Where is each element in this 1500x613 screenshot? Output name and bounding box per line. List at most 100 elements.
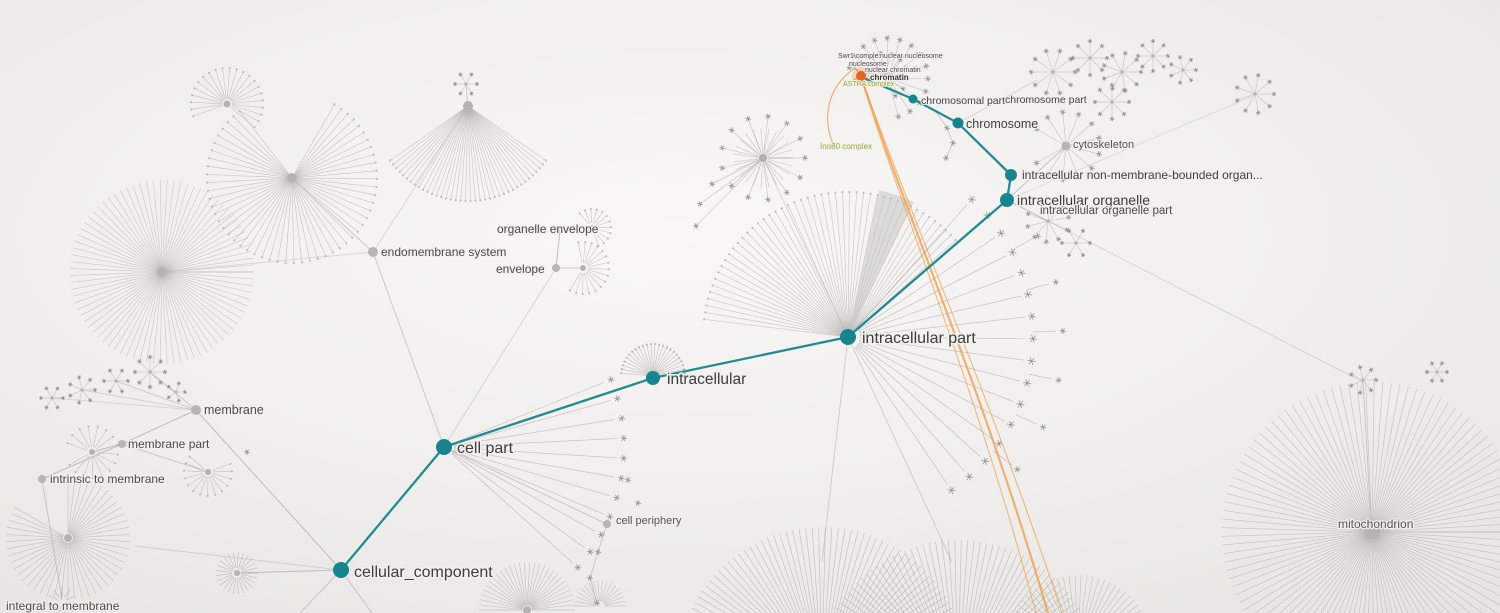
term-label-envelope[interactable]: envelope	[495, 261, 546, 277]
go-term-node-gray[interactable]	[118, 440, 126, 448]
fan-line	[468, 110, 486, 200]
fan-line	[594, 211, 603, 224]
term-label-cytoskeleton[interactable]: cytoskeleton	[1072, 138, 1135, 152]
fan-line	[231, 86, 259, 102]
term-label-intracellular-organelle-part[interactable]: intracellular organelle part	[1039, 204, 1174, 218]
fan-line	[604, 596, 625, 605]
term-label-nuclear-chromatin[interactable]: nuclear chromatin	[864, 66, 922, 75]
leaf-star-core	[730, 129, 733, 132]
term-label-intracellular-organelle[interactable]: intracellular organelle	[1016, 191, 1152, 210]
leaf-tip	[665, 346, 669, 349]
fan-line	[210, 475, 223, 492]
cluster-spoke	[887, 39, 901, 79]
term-label-chromosome-part[interactable]: chromosome part	[1004, 93, 1088, 107]
fan-line	[296, 162, 376, 178]
go-term-node-intracellular-part[interactable]	[840, 329, 856, 345]
go-term-node-intracellular-organelle[interactable]	[1000, 193, 1014, 207]
gray-edge	[41, 443, 123, 480]
leaf-star-core	[1103, 77, 1106, 80]
term-label-cell-periphery[interactable]: cell periphery	[615, 514, 683, 528]
go-term-node-intracellular[interactable]	[646, 371, 660, 385]
term-label-chromosomal-part[interactable]: chromosomal part	[920, 94, 1006, 108]
fan-line	[1229, 533, 1368, 580]
leaf-tip	[253, 253, 256, 256]
term-label-intrinsic-to-membrane[interactable]: intrinsic to membrane	[49, 471, 166, 487]
term-label-astra-complex[interactable]: ASTRA complex	[842, 80, 895, 89]
go-term-node-gray[interactable]	[552, 264, 560, 272]
fan-line	[50, 605, 59, 613]
term-label-intracellular-part[interactable]: intracellular part	[860, 328, 978, 348]
term-label-nucleosome[interactable]: nucleosome	[848, 60, 888, 69]
fan-line	[1376, 532, 1500, 563]
leaf-star-core	[615, 496, 618, 499]
fan-line	[959, 540, 962, 613]
go-term-node-cellular-component[interactable]	[333, 562, 349, 578]
leaf-tip	[524, 180, 527, 183]
go-term-node-gray[interactable]	[368, 247, 378, 257]
term-label-chromosome[interactable]: chromosome	[965, 116, 1040, 133]
fan-line	[166, 231, 245, 271]
fan-line	[254, 182, 291, 255]
leaf-star-core	[1072, 57, 1074, 59]
leaf-star-core	[1101, 69, 1104, 72]
leaf-tip	[793, 201, 796, 204]
fan-line	[975, 544, 994, 613]
leaf-star-core	[1089, 40, 1091, 42]
term-label-membrane[interactable]: membrane	[203, 402, 265, 419]
term-label-mitochondrion[interactable]: mitochondrion	[1337, 516, 1415, 532]
term-label-endomembrane-system[interactable]: endomembrane system	[380, 244, 508, 260]
fan-line	[1375, 429, 1483, 529]
leaf-tip	[246, 249, 249, 252]
fan-line	[84, 222, 158, 270]
leaf-tip	[520, 183, 523, 186]
go-term-node-gray[interactable]	[38, 475, 46, 483]
leaf-cluster	[132, 354, 168, 390]
fan-line	[164, 275, 219, 345]
leaf-star-core	[1135, 83, 1138, 86]
term-label-organelle-envelope[interactable]: organelle envelope	[496, 221, 600, 237]
cluster-spoke	[1047, 200, 1052, 222]
leaf-star-core	[1268, 105, 1271, 108]
cluster-core	[1253, 92, 1257, 96]
cluster-spoke	[78, 389, 83, 403]
fan-line	[166, 272, 254, 287]
term-label-swr1-complex[interactable]: Swr1 complex	[837, 52, 883, 61]
fan-line	[779, 533, 805, 613]
leaf-star-core	[1031, 337, 1034, 340]
term-label-chromatin[interactable]: chromatin	[869, 72, 910, 83]
go-term-node-gray[interactable]	[556, 226, 564, 234]
fan-line	[184, 470, 204, 473]
fan-line	[165, 274, 234, 331]
leaf-star-core	[1190, 79, 1193, 82]
leaf-cluster	[1348, 364, 1379, 396]
go-term-node-chromosome[interactable]	[952, 117, 964, 129]
cluster-spoke	[1112, 55, 1123, 73]
fan-line	[1016, 573, 1051, 613]
term-label-cell-part[interactable]: cell part	[455, 438, 515, 458]
term-label-cellular-component[interactable]: cellular_component	[352, 562, 495, 582]
fan-line	[701, 590, 735, 613]
term-label-integral-to-membrane[interactable]: integral to membrane	[5, 598, 121, 613]
leaf-tip	[609, 225, 613, 229]
leaf-star-core	[925, 65, 928, 68]
go-term-node-chromosomal-part[interactable]	[908, 94, 918, 104]
fan-cluster	[578, 207, 613, 247]
term-label-intracellular-non-membrane-bounded-organ[interactable]: intracellular non-membrane-bounded organ…	[1021, 167, 1264, 183]
cluster-core	[148, 370, 152, 374]
leaf-tip	[588, 292, 591, 295]
go-term-node-chromatin[interactable]	[856, 71, 866, 81]
term-label-ino80-complex[interactable]: Ino80 complex	[819, 141, 873, 152]
cluster-spoke	[870, 56, 885, 77]
go-term-node-gray[interactable]	[1061, 141, 1071, 151]
go-term-node-intracellular-non-membrane-bounded-organelle[interactable]	[1005, 169, 1017, 181]
leaf-edge	[1029, 373, 1052, 380]
term-label-intracellular[interactable]: intracellular	[665, 369, 747, 389]
go-term-node-cell-part[interactable]	[436, 439, 452, 455]
fan-line	[592, 580, 599, 602]
go-term-node-gray[interactable]	[191, 405, 201, 415]
fan-line	[232, 552, 237, 569]
term-label-nuclear-nucleosome[interactable]: nuclear nucleosome	[879, 52, 944, 61]
go-term-node-gray[interactable]	[603, 520, 611, 528]
leaf-star-core	[1030, 360, 1033, 363]
term-label-membrane-part[interactable]: membrane part	[127, 436, 211, 452]
